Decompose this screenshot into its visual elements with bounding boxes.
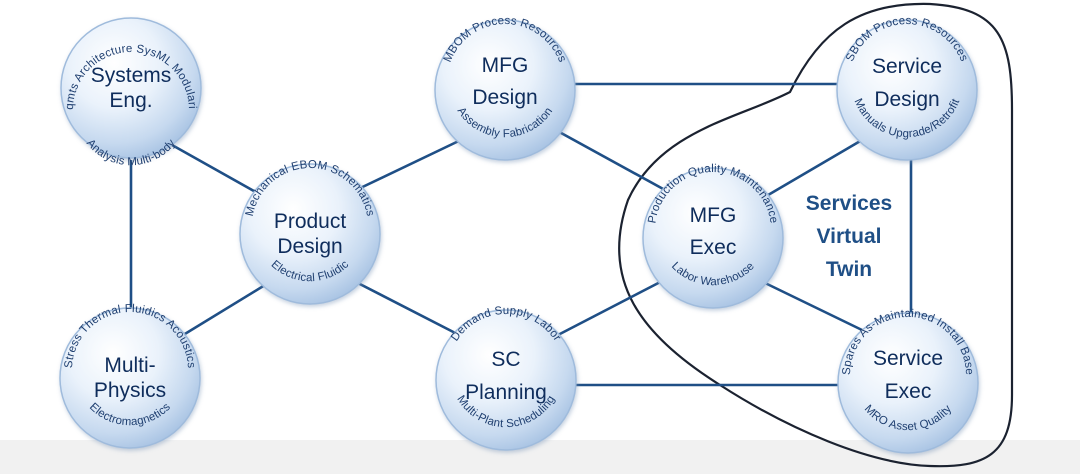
twin-label-line-3: Twin [826,258,872,281]
node-title-line-1: Systems [91,64,172,87]
node-title-line-2: Eng. [109,89,152,112]
node-title-line-1: SC [491,348,520,371]
node-systems-eng[interactable]: Systems Eng. Rqmts Architecture SysML Mo… [0,0,202,168]
node-title-line-2: Exec [885,380,932,403]
connections [129,82,913,387]
node-title-line-1: Product [274,210,347,233]
node-title-line-1: Service [872,55,942,78]
node-mfg-exec[interactable]: MFG Exec Production Quality Maintenance … [642,163,784,309]
node-service-exec[interactable]: Service Exec Spares As-Maintained Instal… [837,308,979,454]
node-sphere [837,312,979,454]
node-title-line-2: Design [874,88,939,111]
node-title-line-1: MFG [482,54,529,77]
node-sphere [239,163,381,305]
node-product-design[interactable]: Product Design Mechanical EBOM Schematic… [239,159,381,305]
twin-label-line-2: Virtual [817,225,882,248]
node-sphere [59,307,201,449]
edge-product-scplanning [351,278,466,340]
node-multi-physics[interactable]: Multi- Physics Stress Thermal Fluidics A… [59,303,201,449]
node-sphere [435,309,577,451]
node-sphere [836,19,978,161]
node-title-line-2: Design [277,235,342,258]
node-title-line-2: Planning [465,381,547,404]
node-title-line-2: Exec [690,236,737,259]
node-sphere [642,167,784,309]
edge-product-mfgdesign [351,136,466,194]
edge-mfgexec-servicedesign [762,138,863,200]
node-title-line-1: Multi- [104,354,155,377]
services-virtual-twin-label: Services Virtual Twin [806,192,892,281]
node-title-line-2: Design [472,86,537,109]
node-title-line-1: Service [873,347,943,370]
node-title-line-1: MFG [690,204,737,227]
edge-mfgdesign-mfgexec [551,126,666,192]
node-sc-planning[interactable]: SC Planning Demand Supply Labor Multi-Pl… [435,305,577,451]
node-service-design[interactable]: Service Design SBOM Process Resources Ma… [836,15,978,161]
twin-label-line-1: Services [806,192,892,215]
node-title-line-2: Physics [94,379,166,402]
edge-scplanning-mfgexec [555,276,669,338]
node-sphere [60,17,202,159]
edge-mfgexec-serviceexec [762,280,863,332]
node-mfg-design[interactable]: MFG Design MBOM Process Resources Assemb… [434,15,576,161]
node-sphere [434,19,576,161]
edge-product-multiphysics [174,283,266,342]
edge-systems-product [171,143,271,202]
